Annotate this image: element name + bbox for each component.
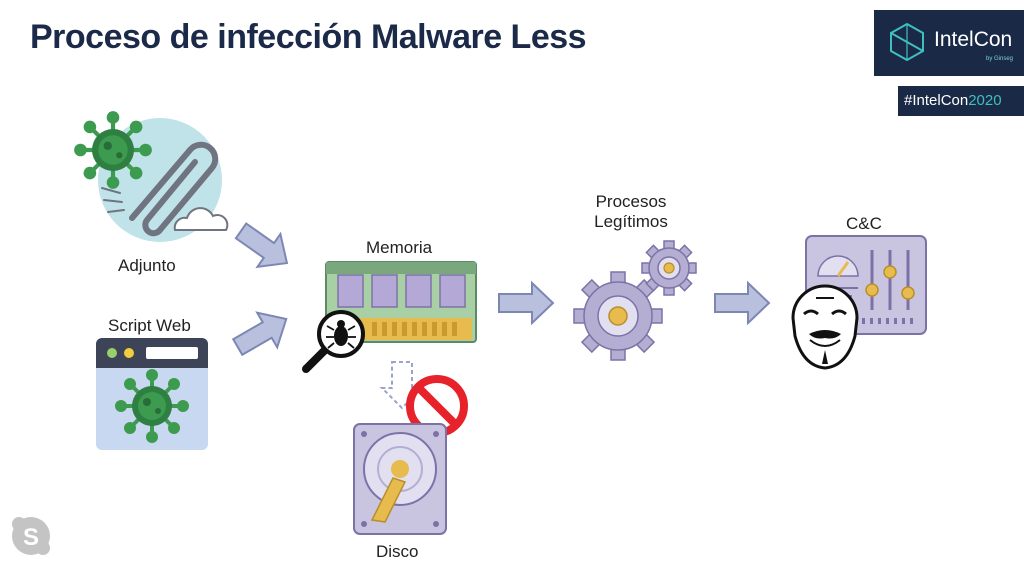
svg-text:S: S xyxy=(23,524,39,551)
gears-icon xyxy=(573,240,697,361)
brand-sub: by Ginseg xyxy=(986,56,1014,62)
adjunto-icon xyxy=(74,111,229,242)
skype-icon: S xyxy=(12,517,50,555)
arrow-procesos-to-cc xyxy=(714,280,771,326)
disco-icon xyxy=(353,423,447,535)
hashtag-badge: #IntelCon2020 xyxy=(898,86,1024,116)
brand-name: IntelCon xyxy=(934,28,1013,51)
arrow-memoria-to-procesos xyxy=(498,280,555,326)
arrow-script-to-memoria xyxy=(231,311,288,357)
memoria-icon xyxy=(325,261,477,343)
page-title: Proceso de infección Malware Less xyxy=(30,18,587,56)
label-script-web: Script Web xyxy=(108,316,191,335)
label-procesos-line1: Procesos xyxy=(595,192,667,211)
arrow-adjunto-to-memoria xyxy=(234,222,289,269)
label-adjunto: Adjunto xyxy=(118,256,176,275)
script-web-icon xyxy=(96,338,208,450)
hashtag-year: 2020 xyxy=(968,92,1002,109)
label-procesos-line2: Legítimos xyxy=(594,212,668,231)
hashtag-prefix: #IntelCon xyxy=(904,92,969,109)
label-cc: C&C xyxy=(846,214,882,233)
magnifier-bug-icon xyxy=(302,310,365,373)
label-memoria: Memoria xyxy=(366,238,433,257)
label-disco: Disco xyxy=(376,542,419,561)
hacker-mask-icon xyxy=(791,284,859,370)
label-procesos: Procesos Legítimos xyxy=(586,192,676,232)
